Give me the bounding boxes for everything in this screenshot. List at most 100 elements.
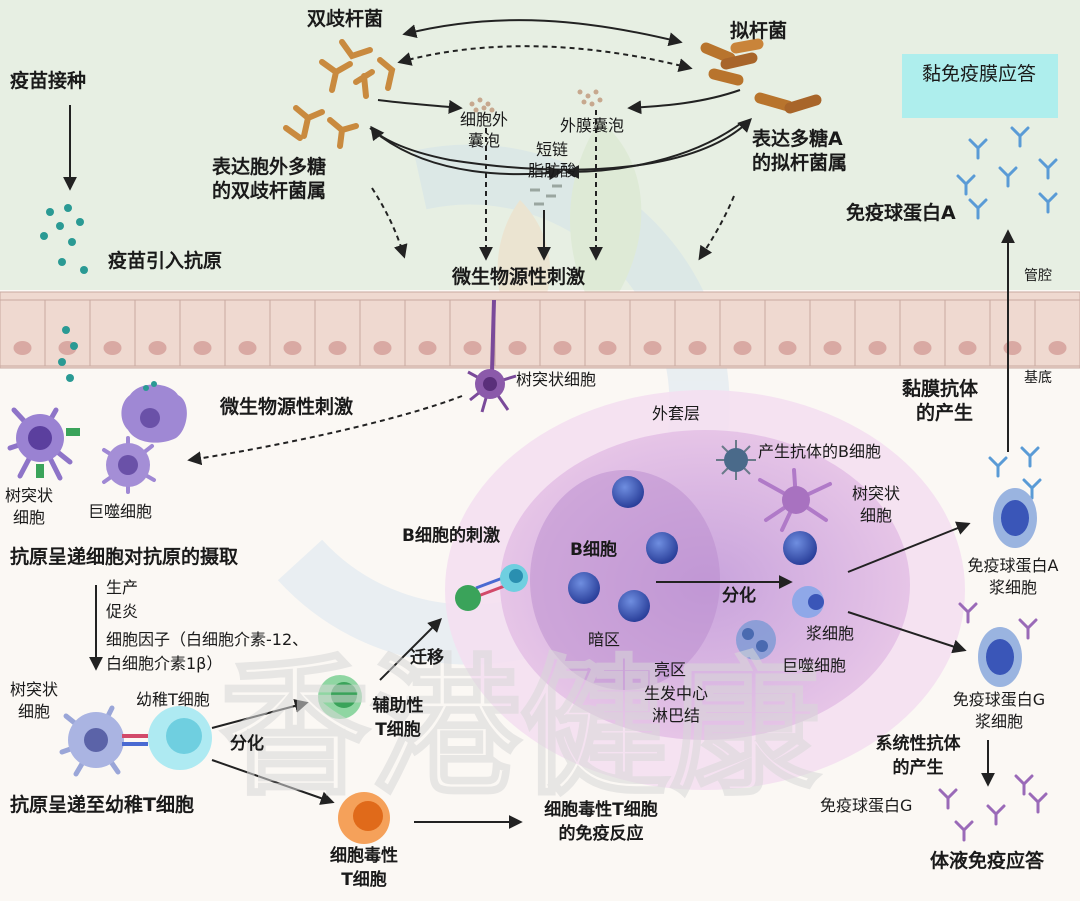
label-dc-left-2: 细胞 xyxy=(12,508,45,527)
label-migrate: 迁移 xyxy=(410,648,444,668)
node-macrophage xyxy=(736,620,776,660)
label-ab-b-cell: 产生抗体的B细胞 xyxy=(758,442,881,461)
epithelial-nucleus xyxy=(418,341,437,355)
bifidobacterium-cluster xyxy=(283,39,396,149)
cytotoxic-t-cell xyxy=(338,792,390,844)
iga-plasma-cell xyxy=(993,488,1037,548)
label-lumen: 管腔 xyxy=(1024,268,1052,284)
label-naive-t: 幼稚T细胞 xyxy=(136,690,210,709)
label-bifido-extra-2: 的双歧杆菌属 xyxy=(212,180,327,202)
label-dendritic-center: 树突状细胞 xyxy=(516,370,597,389)
iga-antibody-cluster xyxy=(956,126,1058,500)
label-produce: 生产 xyxy=(106,578,139,597)
label-cytokine-1: 细胞因子（白细胞介素-12、 xyxy=(106,630,309,649)
epithelial-nucleus xyxy=(643,341,662,355)
epithelial-nucleus xyxy=(463,341,482,355)
label-ves-1: 细胞外 xyxy=(459,110,508,129)
epithelial-nucleus xyxy=(238,341,257,355)
label-ctl-resp-1: 细胞毒性T细胞 xyxy=(544,800,658,820)
label-b-cell: B细胞 xyxy=(570,540,617,560)
igg-antibody-cluster xyxy=(938,602,1048,842)
macrophage-upper xyxy=(121,381,187,443)
epithelial-nucleus xyxy=(598,341,617,355)
epithelial-nucleus xyxy=(553,341,572,355)
label-dc-bottom-2: 细胞 xyxy=(17,702,50,721)
epithelial-nucleus xyxy=(1003,341,1022,355)
label-igg-plasma-1: 免疫球蛋白G xyxy=(952,690,1046,709)
label-basal: 基底 xyxy=(1024,370,1052,386)
epithelial-nucleus xyxy=(508,341,527,355)
epithelial-nucleus xyxy=(778,341,797,355)
label-dc-left-1: 树突状 xyxy=(4,486,53,505)
label-scfa-1: 短链 xyxy=(535,140,568,159)
epithelium-layer xyxy=(0,291,1080,369)
label-dc-node-1: 树突状 xyxy=(851,484,900,503)
epithelial-nucleus xyxy=(688,341,707,355)
epithelial-nucleus xyxy=(13,341,32,355)
igg-plasma-cell xyxy=(978,627,1022,687)
label-bifido-extra-1: 表达胞外多糖 xyxy=(212,156,327,178)
label-humoral: 体液免疫应答 xyxy=(930,850,1045,872)
label-mucosal-ab-2: 的产生 xyxy=(916,402,974,424)
label-mucosal-ab-1: 黏膜抗体 xyxy=(902,378,979,400)
label-systemic-2: 的产生 xyxy=(892,758,944,778)
epithelial-nucleus xyxy=(868,341,887,355)
epithelial-nucleus xyxy=(1048,341,1067,355)
label-iga-plasma-2: 浆细胞 xyxy=(988,578,1037,597)
label-bifido: 双歧杆菌 xyxy=(307,8,384,30)
epithelial-nucleus xyxy=(328,341,347,355)
label-dc-bottom-1: 树突状 xyxy=(9,680,58,699)
label-igg-plasma-2: 浆细胞 xyxy=(974,712,1023,731)
dendritic-cell-bottom xyxy=(59,705,124,777)
label-bacteroides: 拟杆菌 xyxy=(730,20,788,42)
vesicle-dots xyxy=(469,89,603,113)
label-microbial-top: 微生物源性刺激 xyxy=(452,266,586,288)
label-mantle: 外套层 xyxy=(652,404,701,423)
dendritic-cell-epithelium xyxy=(467,299,517,413)
label-helper-t-2: T细胞 xyxy=(375,720,421,740)
epithelial-cell xyxy=(1034,299,1080,367)
label-dc-node-2: 细胞 xyxy=(859,506,892,525)
label-differentiate-mid: 分化 xyxy=(722,586,756,606)
label-ctl-1: 细胞毒性 xyxy=(330,846,398,866)
epithelial-nucleus xyxy=(103,341,122,355)
label-ctl-2: T细胞 xyxy=(341,870,387,890)
label-omv: 外膜囊泡 xyxy=(560,116,625,135)
epithelial-nucleus xyxy=(733,341,752,355)
helper-t-cell xyxy=(318,675,362,719)
bacteroides-cluster xyxy=(700,38,822,114)
epithelial-nucleus xyxy=(193,341,212,355)
flow-arrows xyxy=(63,19,1015,829)
epithelial-nucleus xyxy=(148,341,167,355)
mucosal-response-box: 黏免疫膜应答 xyxy=(902,54,1058,118)
label-germinal: 生发中心 xyxy=(644,684,709,703)
label-helper-t-1: 辅助性 xyxy=(372,696,424,716)
label-bact-a-2: 的拟杆菌属 xyxy=(752,152,848,174)
label-lymph-node: 淋巴结 xyxy=(652,706,701,725)
scfa-dashes xyxy=(530,184,562,206)
label-ctl-resp-2: 的免疫反应 xyxy=(558,824,644,844)
label-microbial-left: 微生物源性刺激 xyxy=(220,396,354,418)
lymph-node xyxy=(445,390,965,790)
antibody-b-cell xyxy=(716,440,756,480)
label-apc-uptake: 抗原呈递细胞对抗原的摄取 xyxy=(10,546,239,568)
epithelial-nucleus xyxy=(913,341,932,355)
label-bact-a-1: 表达多糖A xyxy=(752,128,843,150)
epithelial-nucleus xyxy=(373,341,392,355)
epithelial-nucleus xyxy=(283,341,302,355)
label-b-stim: B细胞的刺激 xyxy=(402,526,500,546)
label-igg: 免疫球蛋白G xyxy=(820,796,913,815)
dendritic-cell-left xyxy=(7,407,80,481)
watermark-text: 香港健康 xyxy=(220,642,820,816)
label-systemic-1: 系统性抗体 xyxy=(875,734,961,754)
label-macrophage-left: 巨噬细胞 xyxy=(88,502,153,521)
label-iga-top: 免疫球蛋白A xyxy=(846,202,956,224)
label-dark-zone: 暗区 xyxy=(588,630,621,649)
label-vaccination: 疫苗接种 xyxy=(10,70,87,92)
label-promote: 促炎 xyxy=(106,602,139,621)
label-apc-to-t: 抗原呈递至幼稚T细胞 xyxy=(10,794,194,816)
epithelial-nucleus xyxy=(823,341,842,355)
label-light-zone: 亮区 xyxy=(654,660,687,679)
epithelial-nucleus xyxy=(958,341,977,355)
